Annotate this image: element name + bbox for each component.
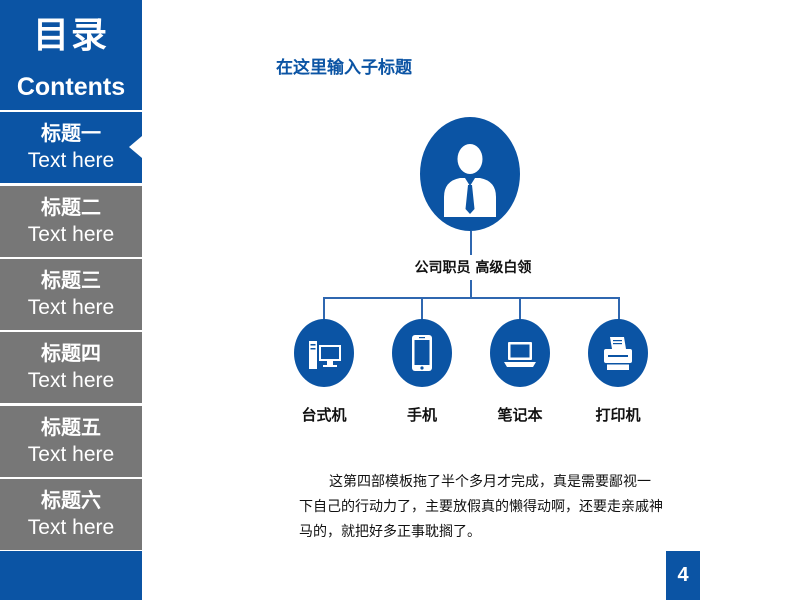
- device-label-printer: 打印机: [595, 406, 641, 424]
- connector-branch-4: [618, 297, 620, 320]
- connector-label-stem: [470, 280, 472, 298]
- device-label-laptop: 笔记本: [497, 406, 543, 424]
- person-icon: [444, 144, 496, 217]
- page-subtitle: 在这里输入子标题: [276, 58, 412, 78]
- root-node-label: 公司职员 高级白领: [414, 260, 532, 276]
- connector-branch-2: [421, 297, 423, 320]
- device-label-phone: 手机: [406, 406, 437, 424]
- sidebar-item-label-cn: 标题六: [41, 488, 101, 512]
- sidebar-header: 目录 Contents: [0, 0, 142, 110]
- root-node: [420, 117, 520, 231]
- sidebar: 目录 Contents 标题一 Text here 标题二 Text here …: [0, 0, 142, 600]
- sidebar-item-label-en: Text here: [27, 516, 115, 539]
- sidebar-item-label-cn: 标题五: [41, 415, 101, 439]
- connector-branch-3: [519, 297, 521, 320]
- device-node-desktop: [294, 319, 354, 387]
- sidebar-item-label-en: Text here: [27, 369, 115, 392]
- connector-horizontal: [323, 297, 620, 299]
- sidebar-item-6[interactable]: 标题六 Text here: [0, 479, 142, 550]
- sidebar-item-label-cn: 标题二: [41, 195, 101, 219]
- page-number: 4: [666, 551, 700, 600]
- connector-branch-1: [323, 297, 325, 320]
- sidebar-item-2[interactable]: 标题二 Text here: [0, 186, 142, 257]
- sidebar-item-label-en: Text here: [27, 443, 115, 466]
- device-node-laptop: [490, 319, 550, 387]
- laptop-icon: [504, 342, 536, 367]
- sidebar-item-label-cn: 标题四: [41, 341, 101, 365]
- sidebar-item-4[interactable]: 标题四 Text here: [0, 332, 142, 403]
- sidebar-item-label-en: Text here: [27, 296, 115, 319]
- device-node-phone: [392, 319, 452, 387]
- device-label-desktop: 台式机: [301, 406, 347, 424]
- sidebar-item-label-en: Text here: [27, 149, 115, 172]
- sidebar-item-1[interactable]: 标题一 Text here: [0, 112, 142, 183]
- connector-root-stem: [470, 231, 472, 255]
- sidebar-item-5[interactable]: 标题五 Text here: [0, 406, 142, 477]
- sidebar-item-3[interactable]: 标题三 Text here: [0, 259, 142, 330]
- body-paragraph: 这第四部模板拖了半个多月才完成，真是需要鄙视一下自己的行动力了，主要放假真的懒得…: [299, 474, 663, 540]
- device-node-printer: [588, 319, 648, 387]
- printer-icon: [604, 337, 632, 370]
- active-pointer: [129, 136, 142, 158]
- sidebar-title-cn: 目录: [32, 15, 109, 56]
- sidebar-item-label-cn: 标题三: [41, 268, 101, 292]
- sidebar-item-label-en: Text here: [27, 223, 115, 246]
- sidebar-footer-block: [0, 551, 142, 600]
- phone-icon: [412, 335, 432, 371]
- sidebar-item-label-cn: 标题一: [41, 121, 101, 145]
- sidebar-title-en: Contents: [16, 73, 126, 101]
- desktop-icon: [309, 341, 341, 369]
